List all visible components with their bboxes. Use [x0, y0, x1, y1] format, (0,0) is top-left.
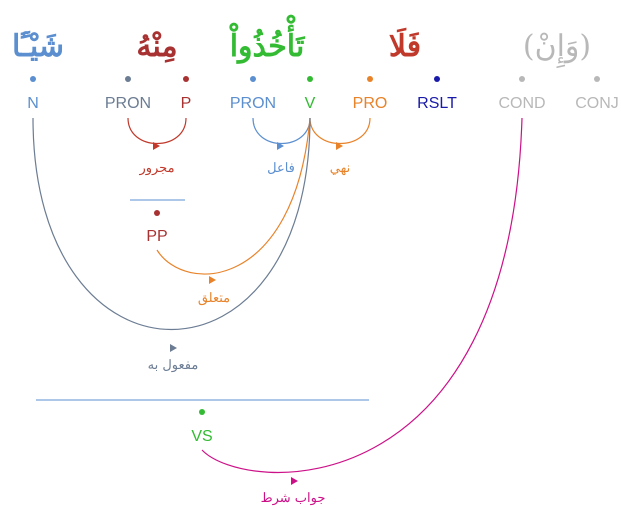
label-mutaalliq: متعلق [198, 291, 230, 306]
tag-COND: COND [498, 95, 545, 112]
arc-fael [252, 117, 311, 145]
tag-P: P [181, 95, 192, 112]
dot-PRO [367, 76, 373, 82]
arc-nahy [309, 117, 371, 145]
label-majrur: مجرور [138, 161, 174, 176]
dot-VS [199, 409, 205, 415]
arrow-mutaalliq [209, 276, 216, 284]
dot-CONJ [594, 76, 600, 82]
arrow-jawab [291, 477, 298, 485]
word-fala: فَلَا [389, 27, 421, 64]
label-jawab: جواب شرط [261, 491, 326, 506]
arrow-majrur [153, 142, 160, 150]
dot-V [307, 76, 313, 82]
arc-majrur [127, 117, 187, 145]
dot-PRON2 [250, 76, 256, 82]
word-shayan: شَيْـًٔا [12, 29, 64, 64]
tag-N: N [27, 95, 39, 112]
dot-PP [154, 210, 160, 216]
arc-jawab [201, 117, 523, 473]
dot-P [183, 76, 189, 82]
tag-RSLT: RSLT [417, 95, 457, 112]
label-nahy: نهي [330, 161, 350, 176]
arrow-fael [277, 142, 284, 150]
tag-PRON1: PRON [105, 95, 151, 112]
tag-V: V [305, 95, 316, 112]
dot-PRON1 [125, 76, 131, 82]
word-wain: (وَإِنْ) [523, 29, 591, 69]
tag-CONJ: CONJ [575, 95, 619, 112]
label-fael: فاعل [267, 161, 295, 176]
tag-PRO: PRO [353, 95, 388, 112]
tag-PRON2: PRON [230, 95, 276, 112]
word-minhu: مِنْهُ [136, 29, 177, 64]
arc-mafool [32, 117, 311, 330]
arrow-mafool [170, 344, 177, 352]
arc-mutaalliq [156, 117, 311, 275]
dot-N [30, 76, 36, 82]
phrase-VS: VS [191, 428, 212, 445]
phrase-PP: PP [146, 228, 167, 245]
word-takhudhu: تَأْخُذُواْ [228, 14, 305, 64]
dot-RSLT [434, 76, 440, 82]
label-mafool: مفعول به [148, 358, 199, 373]
dot-COND [519, 76, 525, 82]
arrow-nahy [336, 142, 343, 150]
